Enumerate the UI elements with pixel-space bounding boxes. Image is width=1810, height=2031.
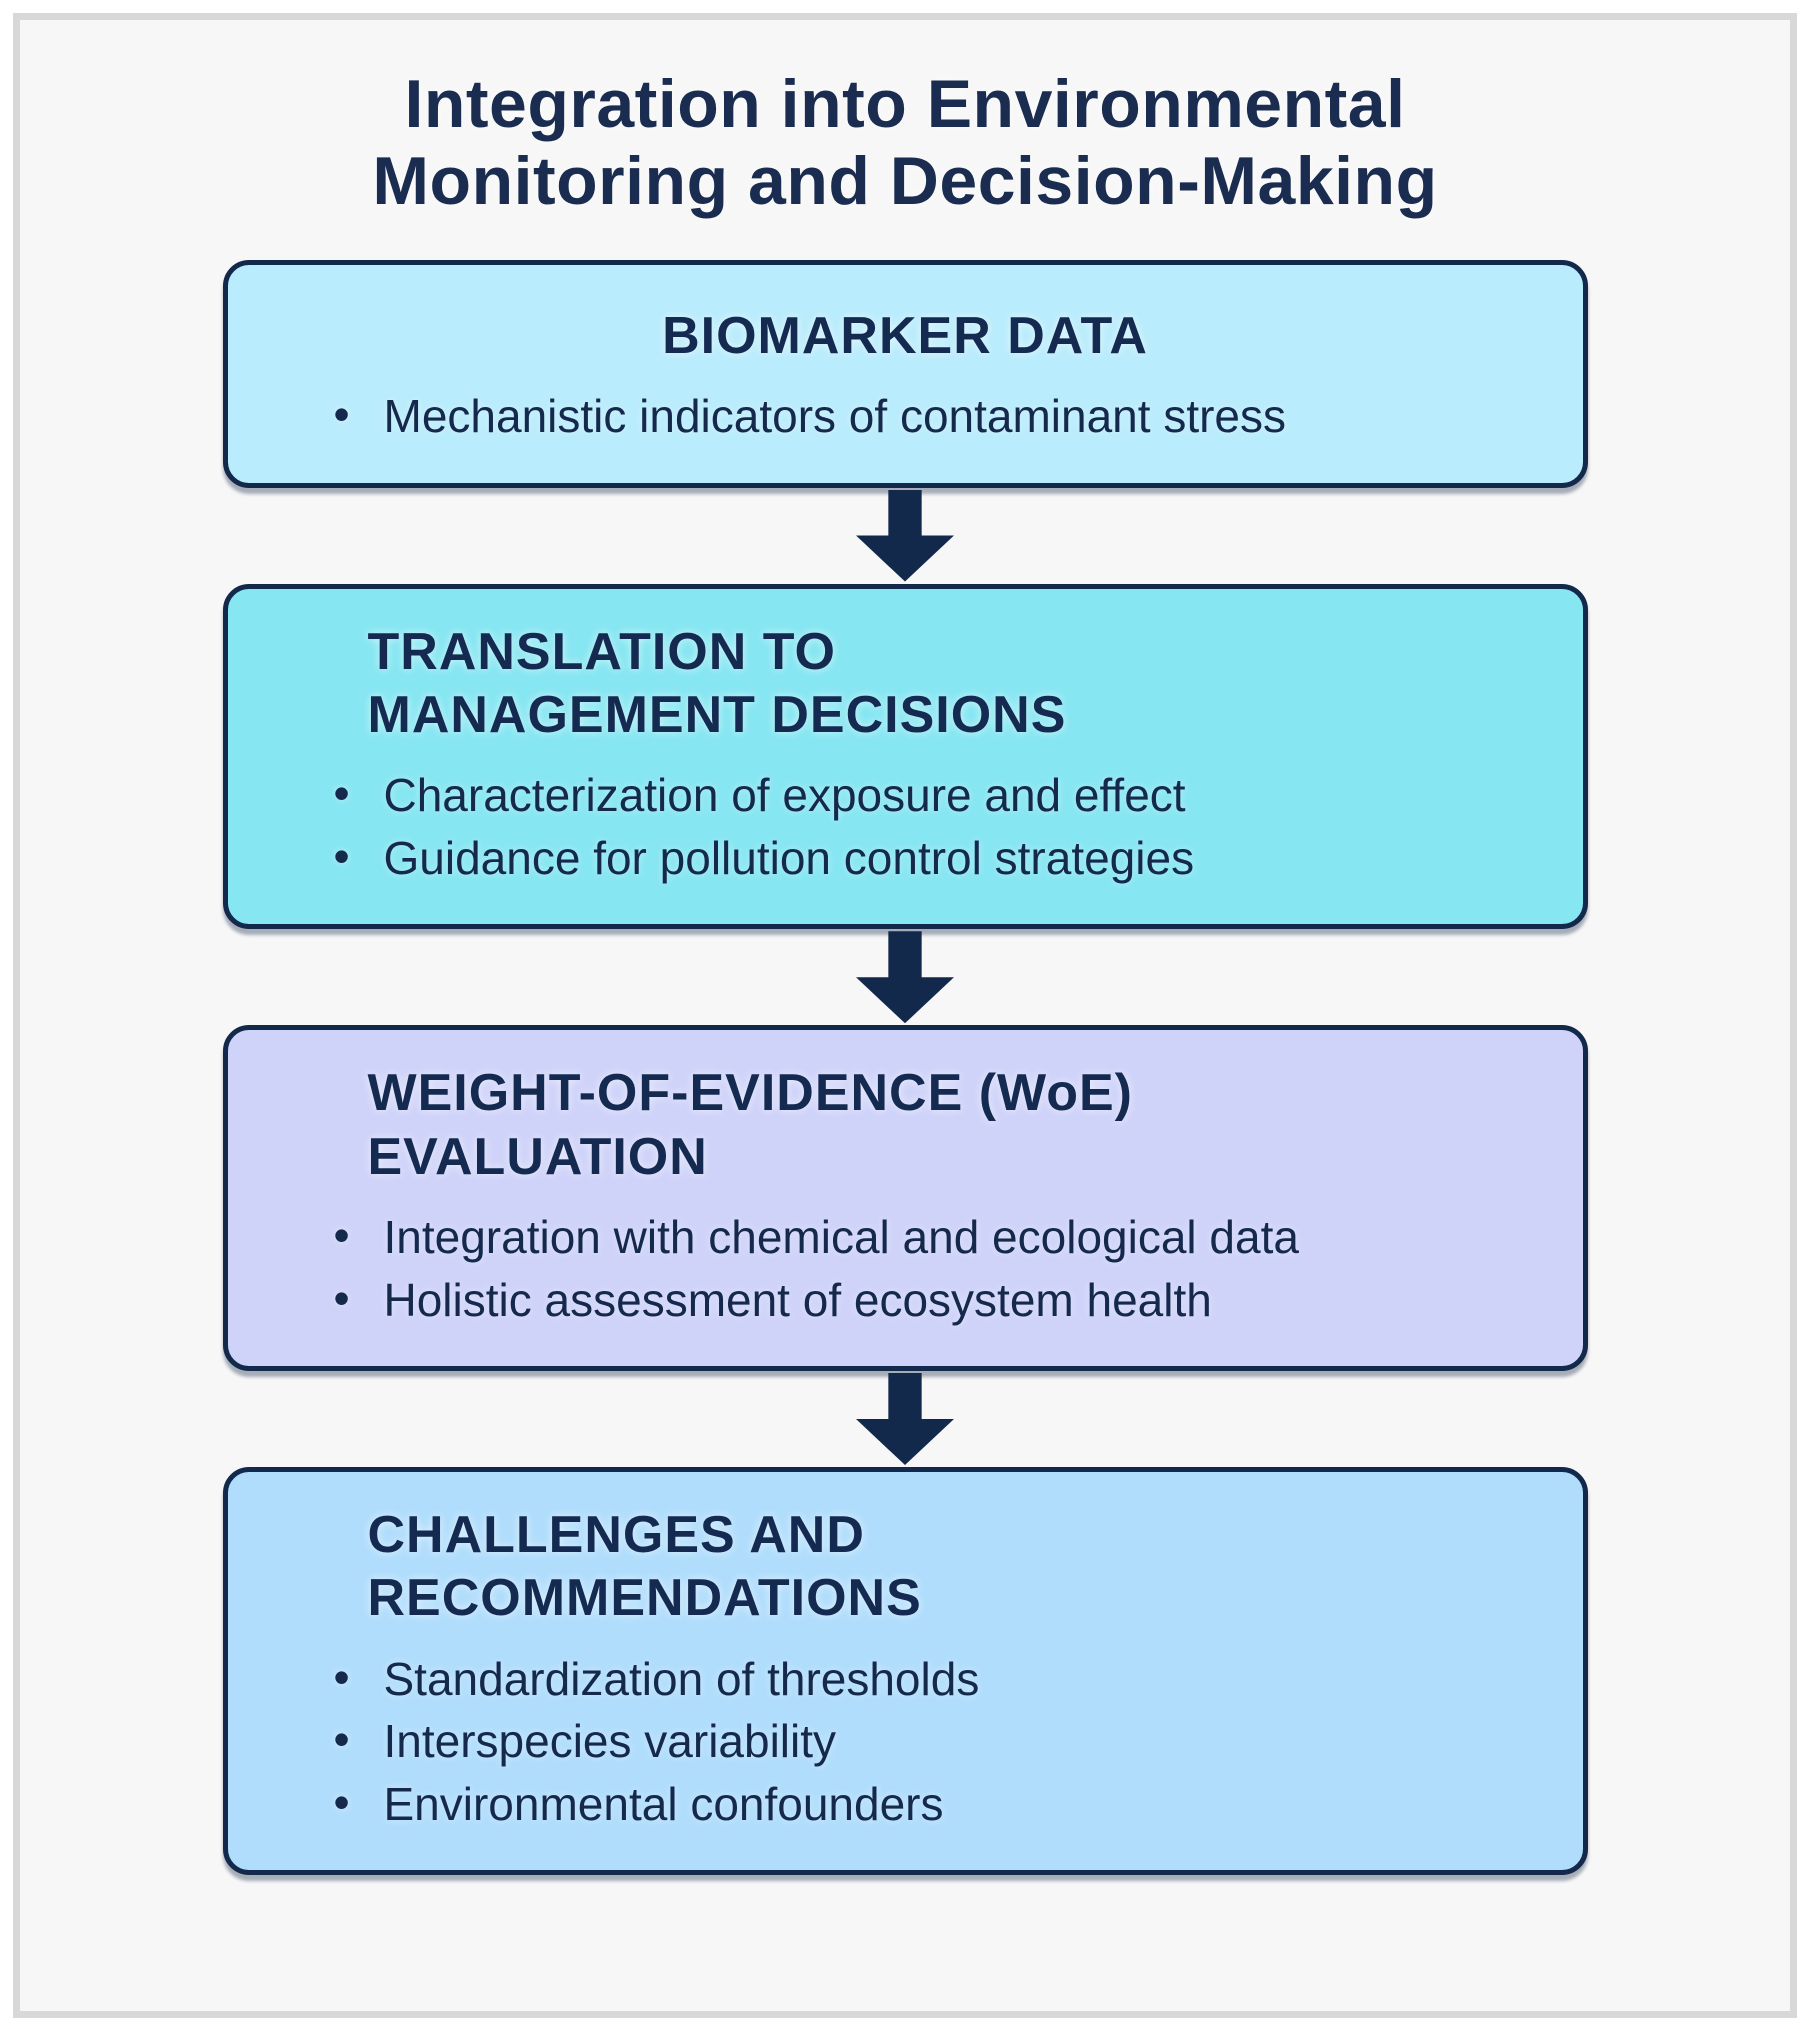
bullet-item: Mechanistic indicators of contaminant st… — [334, 388, 1373, 442]
bullet-item: Characterization of exposure and effect — [334, 767, 1373, 821]
box-heading-line: RECOMMENDATIONS — [367, 1569, 922, 1628]
flow-box-translation-to-management-decisions: TRANSLATION TO MANAGEMENT DECISIONS Char… — [222, 583, 1588, 930]
down-arrow-icon — [856, 1373, 954, 1466]
box-heading-line: MANAGEMENT DECISIONS — [367, 685, 1067, 744]
box-heading-line: WEIGHT-OF-EVIDENCE (WoE) — [367, 1064, 1133, 1123]
content-frame: Integration into Environmental Monitorin… — [13, 13, 1797, 2018]
bullet-item: Environmental confounders — [334, 1776, 1373, 1830]
flow-diagram: BIOMARKER DATA Mechanistic indicators of… — [222, 259, 1588, 1876]
box-heading-line: TRANSLATION TO — [367, 622, 836, 681]
bullet-list: Characterization of exposure and effect … — [334, 767, 1373, 884]
down-arrow-icon — [856, 931, 954, 1024]
bullet-item: Interspecies variability — [334, 1713, 1373, 1767]
box-heading: CHALLENGES AND RECOMMENDATIONS — [368, 1504, 1523, 1631]
flow-box-weight-of-evidence-evaluation: WEIGHT-OF-EVIDENCE (WoE) EVALUATION Inte… — [222, 1025, 1588, 1372]
page-title: Integration into Environmental Monitorin… — [372, 66, 1438, 219]
bullet-list: Integration with chemical and ecological… — [334, 1209, 1373, 1326]
bullet-item: Standardization of thresholds — [334, 1651, 1373, 1705]
down-arrow-icon — [856, 489, 954, 582]
box-heading: TRANSLATION TO MANAGEMENT DECISIONS — [368, 621, 1523, 748]
bullet-list: Standardization of thresholds Interspeci… — [334, 1651, 1373, 1830]
box-heading: WEIGHT-OF-EVIDENCE (WoE) EVALUATION — [368, 1062, 1523, 1189]
flow-box-challenges-and-recommendations: CHALLENGES AND RECOMMENDATIONS Standardi… — [222, 1467, 1588, 1876]
bullet-item: Holistic assessment of ecosystem health — [334, 1272, 1373, 1326]
bullet-item: Guidance for pollution control strategie… — [334, 830, 1373, 884]
box-heading-line: CHALLENGES AND — [367, 1506, 865, 1565]
box-heading-line: EVALUATION — [367, 1127, 708, 1186]
bullet-list: Mechanistic indicators of contaminant st… — [334, 388, 1373, 442]
box-heading: BIOMARKER DATA — [288, 305, 1523, 368]
box-heading-line: BIOMARKER DATA — [662, 306, 1148, 365]
bullet-item: Integration with chemical and ecological… — [334, 1209, 1373, 1263]
flow-box-biomarker-data: BIOMARKER DATA Mechanistic indicators of… — [222, 259, 1588, 488]
